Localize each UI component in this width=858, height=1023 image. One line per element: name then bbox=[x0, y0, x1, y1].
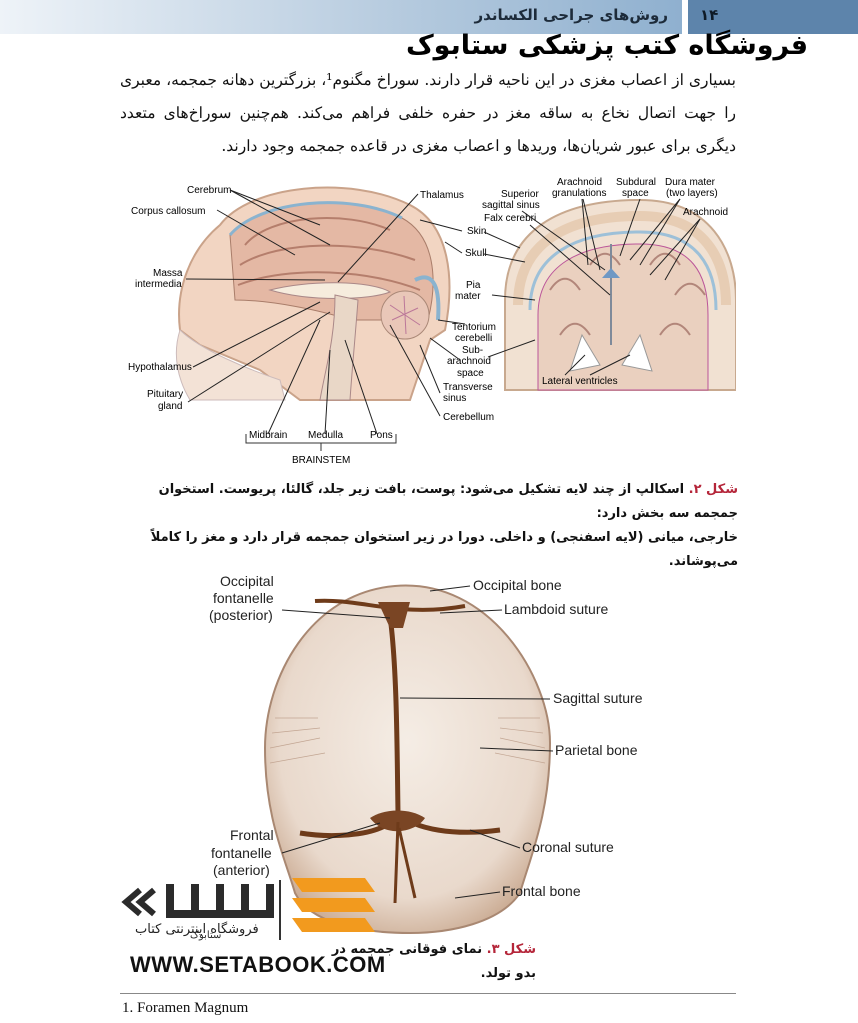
label-arach-gran-2: granulations bbox=[552, 188, 606, 199]
label-superior-1: Superior bbox=[501, 189, 539, 200]
label-arachnoid: Arachnoid bbox=[683, 207, 728, 218]
logo-url: WWW.SETABOOK.COM bbox=[130, 952, 386, 977]
label-tentorium-2: cerebelli bbox=[455, 333, 492, 344]
logo-tagline: فروشگاه اینترنتی کتاب bbox=[135, 922, 259, 937]
label-arach-gran-1: Arachnoid bbox=[557, 177, 602, 188]
label-subdural-2: space bbox=[622, 188, 649, 199]
logo-brand-name: ستابوک bbox=[190, 930, 221, 941]
header-band bbox=[0, 0, 682, 34]
book-title: روش‌های جراحی الکساندر bbox=[474, 6, 668, 24]
label-massa-2: intermedia bbox=[135, 279, 182, 290]
label-occipital-fontanelle-3: (posterior) bbox=[209, 607, 273, 623]
label-frontal-fontanelle-1: Frontal bbox=[230, 827, 274, 843]
label-dura-1: Dura mater bbox=[665, 177, 716, 188]
figure-3-infant-skull: Occipital fontanelle (posterior) Occipit… bbox=[200, 568, 660, 938]
label-coronal-suture: Coronal suture bbox=[522, 839, 614, 855]
label-subdural-1: Subdural bbox=[616, 177, 656, 188]
label-massa-1: Massa bbox=[153, 268, 183, 279]
label-skin: Skin bbox=[467, 226, 486, 237]
label-dura-2: (two layers) bbox=[666, 188, 718, 199]
label-cerebellum: Cerebellum bbox=[443, 412, 494, 423]
figure-2-caption-line1: اسکالپ از چند لایه تشکیل می‌شود: پوست، ب… bbox=[158, 482, 738, 521]
label-transverse-2: sinus bbox=[443, 393, 466, 404]
label-superior-2: sagittal sinus bbox=[482, 200, 540, 211]
label-skull: Skull bbox=[465, 248, 487, 259]
header-separator bbox=[682, 0, 688, 34]
label-pia-1: Pia bbox=[466, 280, 481, 291]
label-parietal-bone: Parietal bone bbox=[555, 742, 638, 758]
figure-2-caption: شکل ۲. اسکالپ از چند لایه تشکیل می‌شود: … bbox=[118, 478, 738, 574]
label-thalamus: Thalamus bbox=[420, 190, 464, 201]
label-frontal-bone: Frontal bone bbox=[502, 883, 581, 899]
brain-meninges-svg: Cerebrum Corpus callosum Massa intermedi… bbox=[128, 177, 737, 466]
label-pituitary-1: Pituitary bbox=[147, 389, 183, 400]
label-occipital-bone: Occipital bone bbox=[473, 577, 562, 593]
label-sagittal-suture: Sagittal suture bbox=[553, 690, 643, 706]
footnote: 1. Foramen Magnum bbox=[122, 1000, 249, 1016]
label-tentorium-1: Tentorium bbox=[452, 322, 496, 333]
page-number: ۱۴ bbox=[700, 6, 719, 24]
label-hypothalamus: Hypothalamus bbox=[128, 362, 192, 373]
label-sub-2: arachnoid bbox=[447, 356, 491, 367]
label-falx: Falx cerebri bbox=[484, 213, 536, 224]
label-medulla: Medulla bbox=[308, 430, 343, 441]
setabook-logo: ستابوک bbox=[120, 870, 380, 985]
label-cerebrum: Cerebrum bbox=[187, 185, 231, 196]
label-transverse-1: Transverse bbox=[443, 382, 493, 393]
label-sub-3: space bbox=[457, 368, 484, 379]
label-pituitary-2: gland bbox=[158, 401, 182, 412]
bone-texture-lines bbox=[269, 717, 546, 764]
figure-2-brain-illustration: Cerebrum Corpus callosum Massa intermedi… bbox=[120, 170, 737, 470]
running-header bbox=[0, 0, 858, 34]
figure-3-caption-text: نمای فوقانی جمجمه در بدو تولد. bbox=[331, 942, 536, 981]
label-brainstem: BRAINSTEM bbox=[292, 455, 350, 466]
figure-3-caption: شکل ۳. نمای فوقانی جمجمه در بدو تولد. bbox=[320, 938, 536, 986]
label-occipital-fontanelle-2: fontanelle bbox=[213, 590, 274, 606]
label-midbrain: Midbrain bbox=[249, 430, 287, 441]
infant-skull-svg: Occipital fontanelle (posterior) Occipit… bbox=[209, 573, 643, 935]
label-pia-2: mater bbox=[455, 291, 481, 302]
label-corpus-callosum: Corpus callosum bbox=[131, 206, 205, 217]
figure-2-caption-label: شکل ۲. bbox=[688, 482, 738, 497]
figure-3-leader-lines bbox=[281, 585, 554, 899]
figure-2-caption-line2: خارجی، میانی (لایه اسفنجی) و داخلی. دورا… bbox=[150, 530, 738, 569]
body-paragraph: بسیاری از اعصاب مغزی در این ناحیه قرار د… bbox=[120, 71, 736, 155]
page-number-box bbox=[688, 0, 858, 34]
label-frontal-fontanelle-2: fontanelle bbox=[211, 845, 272, 861]
store-watermark-title: فروشگاه کتب پزشکی ستابوک bbox=[406, 30, 809, 61]
label-frontal-fontanelle-3: (anterior) bbox=[213, 862, 270, 878]
label-sub-1: Sub- bbox=[462, 345, 483, 356]
label-lateral-ventricles: Lateral ventricles bbox=[542, 376, 618, 387]
figure-2-leader-lines bbox=[185, 189, 701, 435]
label-occipital-fontanelle-1: Occipital bbox=[220, 573, 274, 589]
setabook-logo-mark: ستابوک bbox=[121, 878, 375, 941]
label-lambdoid-suture: Lambdoid suture bbox=[504, 601, 609, 617]
footnote-divider bbox=[120, 993, 736, 994]
label-pons: Pons bbox=[370, 430, 393, 441]
figure-3-caption-label: شکل ۳. bbox=[486, 942, 536, 957]
